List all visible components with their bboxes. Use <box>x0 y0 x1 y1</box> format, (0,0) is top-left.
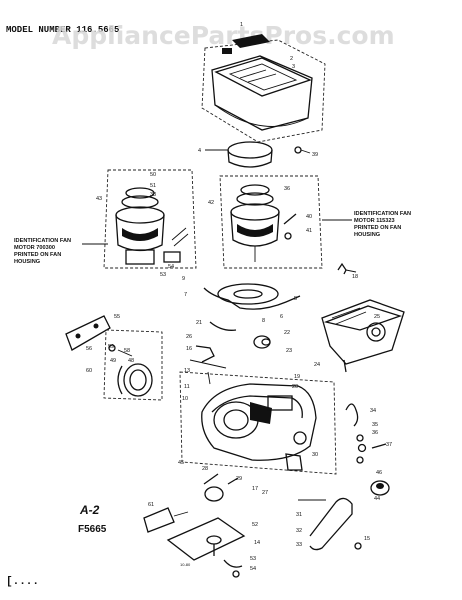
svg-text:MOTOR 700300: MOTOR 700300 <box>14 245 55 251</box>
part-label-60: 60 <box>86 368 92 374</box>
part-label-36: 36 <box>284 186 290 192</box>
base-housing <box>179 371 337 475</box>
part-label-1: 1 <box>240 22 243 28</box>
svg-text:A-2: A-2 <box>79 503 100 517</box>
watermark-text: AppliancePartsPros.com <box>52 21 395 50</box>
callout-left-fan-motor: IDENTIFICATION FAN MOTOR 700300 PRINTED … <box>14 238 108 265</box>
svg-text:IDENTIFICATION FAN: IDENTIFICATION FAN <box>354 211 411 217</box>
right-fan-motor-group <box>219 175 323 269</box>
part-label-52: 52 <box>252 522 258 528</box>
part-label-29: 29 <box>236 476 242 482</box>
part-label-49: 49 <box>110 358 116 364</box>
part-label-54: 54 <box>168 264 174 270</box>
wire-harness <box>189 345 227 369</box>
svg-text:HOUSING: HOUSING <box>354 232 380 238</box>
part-label-23: 23 <box>286 348 292 354</box>
part-label-59: 59 <box>108 344 114 350</box>
part-label-17: 17 <box>252 486 258 492</box>
diagram-reference: A-2 F5665 <box>78 503 107 535</box>
drawing-code: 10-80 <box>180 562 191 567</box>
pedal-plate <box>166 517 246 578</box>
part-label-40: 40 <box>306 214 312 220</box>
part-label-35: 35 <box>372 422 378 428</box>
part-label-18: 18 <box>352 274 358 280</box>
fan-gasket <box>203 283 301 310</box>
caster-wheel <box>203 473 239 502</box>
part-label-16: 16 <box>186 346 192 352</box>
mounting-plate <box>65 315 111 351</box>
part-label-48: 48 <box>128 358 134 364</box>
nozzle-connector <box>209 321 271 349</box>
part-label-55: 55 <box>114 314 120 320</box>
side-wheel-assembly <box>103 329 163 401</box>
part-label-8: 8 <box>262 318 265 324</box>
part-label-38: 38 <box>150 192 156 198</box>
part-label-32: 32 <box>296 528 302 534</box>
part-label-3: 3 <box>292 64 295 70</box>
part-label-54b: 54 <box>250 566 256 572</box>
part-label-25: 25 <box>374 314 380 320</box>
model-number-text: MODEL NUMBER 116.5665 <box>6 25 119 35</box>
part-label-10: 10 <box>182 396 188 402</box>
corner-mark: [.... <box>6 576 39 588</box>
screw-part-39 <box>294 146 311 154</box>
part-label-53b: 53 <box>250 556 256 562</box>
left-fan-motor-group <box>103 169 197 269</box>
filter-ring <box>205 141 273 168</box>
part-label-61: 61 <box>148 502 154 508</box>
part-number-labels: 1 2 3 39 4 50 51 38 43 54 53 36 42 40 41… <box>86 22 392 572</box>
part-label-2: 2 <box>290 56 293 62</box>
part-label-9: 9 <box>182 276 185 282</box>
part-label-50: 50 <box>150 172 156 178</box>
svg-text:PRINTED ON FAN: PRINTED ON FAN <box>354 225 401 231</box>
part-label-11: 11 <box>184 384 190 390</box>
inlet-housing <box>321 299 405 373</box>
part-label-51: 51 <box>150 183 156 189</box>
bumper-knob <box>370 480 390 496</box>
part-label-36b: 36 <box>372 430 378 436</box>
part-label-21: 21 <box>196 320 202 326</box>
callout-right-fan-motor: IDENTIFICATION FAN MOTOR 115323 PRINTED … <box>322 211 411 238</box>
part-label-26: 26 <box>186 334 192 340</box>
part-label-14: 14 <box>254 540 260 546</box>
part-label-6: 6 <box>280 314 283 320</box>
part-label-27: 27 <box>262 490 268 496</box>
part-label-41: 41 <box>306 228 312 234</box>
part-label-7: 7 <box>184 292 187 298</box>
part-label-45: 45 <box>178 460 184 466</box>
svg-text:IDENTIFICATION FAN: IDENTIFICATION FAN <box>14 238 71 244</box>
part-label-5: 5 <box>294 296 297 302</box>
part-label-20: 20 <box>292 384 298 390</box>
part-label-31: 31 <box>296 512 302 518</box>
part-label-56: 56 <box>86 346 92 352</box>
part-label-53: 53 <box>160 272 166 278</box>
part-label-13: 13 <box>184 368 190 374</box>
part-label-37: 37 <box>386 442 392 448</box>
lower-bracket <box>143 507 189 533</box>
part-label-34: 34 <box>370 408 376 414</box>
switch-spring-set <box>345 403 387 464</box>
svg-text:MOTOR 115323: MOTOR 115323 <box>354 218 395 224</box>
part-label-19: 19 <box>294 374 300 380</box>
svg-text:F5665: F5665 <box>78 524 107 535</box>
part-label-58: 58 <box>124 348 130 354</box>
part-label-33: 33 <box>296 542 302 548</box>
svg-text:PRINTED ON FAN: PRINTED ON FAN <box>14 252 61 258</box>
svg-text:HOUSING: HOUSING <box>14 259 40 265</box>
part-label-4: 4 <box>198 148 201 154</box>
side-bracket <box>337 262 357 275</box>
part-label-30: 30 <box>312 452 318 458</box>
top-cover-assembly <box>201 34 326 143</box>
part-label-24: 24 <box>314 362 320 368</box>
part-label-44: 44 <box>374 496 380 502</box>
part-label-39: 39 <box>312 152 318 158</box>
handle-bail <box>298 497 362 551</box>
part-label-28: 28 <box>202 466 208 472</box>
part-label-43: 43 <box>96 196 102 202</box>
part-label-22: 22 <box>284 330 290 336</box>
part-label-42: 42 <box>208 200 214 206</box>
part-label-15: 15 <box>364 536 370 542</box>
part-label-46: 46 <box>376 470 382 476</box>
